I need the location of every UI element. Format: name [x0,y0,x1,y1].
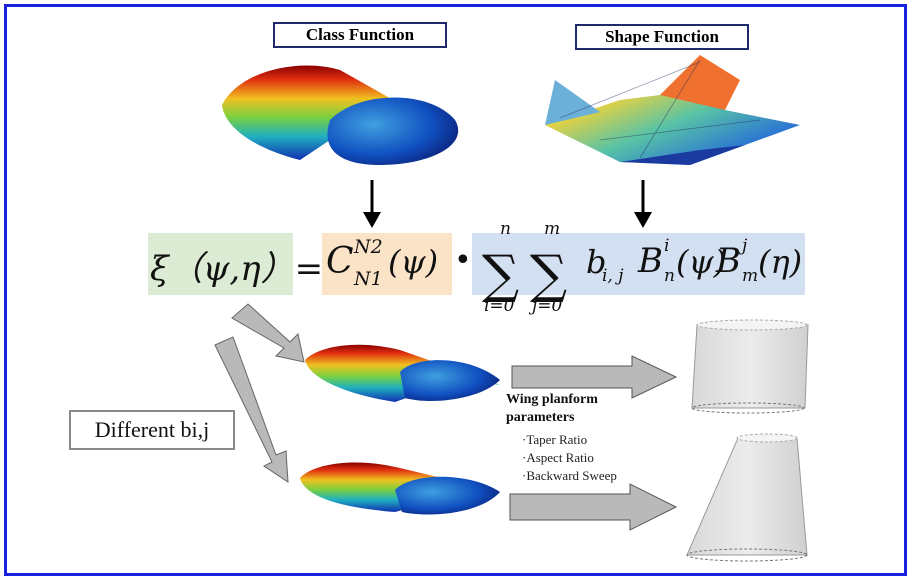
planform-tapered [686,433,808,562]
sum-symbol-2: ∑ [530,245,567,305]
shape-function-surface [545,55,800,165]
sum2-lower: j=0 [532,296,563,316]
bernstein-n-arg: (ψ) [676,243,727,281]
params-title-1: Wing planform [506,392,598,407]
down-arrow-class [363,180,381,228]
shape-function-label: Shape Function [575,24,749,50]
gray-arrow-right-middle [511,355,678,399]
b-term: b [586,243,607,281]
gray-arrow-right-bottom [509,483,678,531]
class-term-box [322,233,452,295]
equation-lhs: ξ（ψ,η）= [150,249,324,289]
b-term-sub: i, j [602,266,624,286]
param-backward-sweep: ·Backward Sweep [522,468,617,483]
planform-rectangular [691,319,809,414]
class-term-sub: N1 [354,268,383,290]
down-arrow-shape [634,180,652,228]
lhs-box [148,233,293,295]
gray-arrow-to-middle [231,303,305,363]
bernstein-m-sub: m [742,266,759,286]
bernstein-n-sup: i [664,236,670,256]
gray-arrow-to-bottom [214,336,289,483]
shape-term-box [472,233,805,295]
different-bij-label: Different bi,j [69,410,235,450]
bernstein-n: B [638,241,663,281]
class-term-C: C [326,241,354,282]
param-aspect-ratio: ·Aspect Ratio [522,450,594,465]
bernstein-n-sub: n [664,266,675,286]
sum1-lower: i=0 [484,296,515,316]
class-function-label: Class Function [273,22,447,48]
sum2-upper: m [544,219,561,239]
params-title-2: parameters [506,410,575,425]
wing-section-bottom [300,462,500,515]
wing-section-middle [305,344,500,402]
class-term-arg: (ψ) [388,243,439,281]
param-taper-ratio: ·Taper Ratio [522,432,588,447]
class-term-sup: N2 [354,236,383,258]
bernstein-m-arg: (η) [758,243,803,281]
sum1-upper: n [500,219,511,239]
multiply-dot: • [454,243,472,278]
sum-symbol-1: ∑ [482,245,519,305]
diagram-frame [4,4,907,576]
bernstein-m-sup: j [742,236,748,256]
class-function-wing [222,65,459,165]
bernstein-m: B [716,241,741,281]
